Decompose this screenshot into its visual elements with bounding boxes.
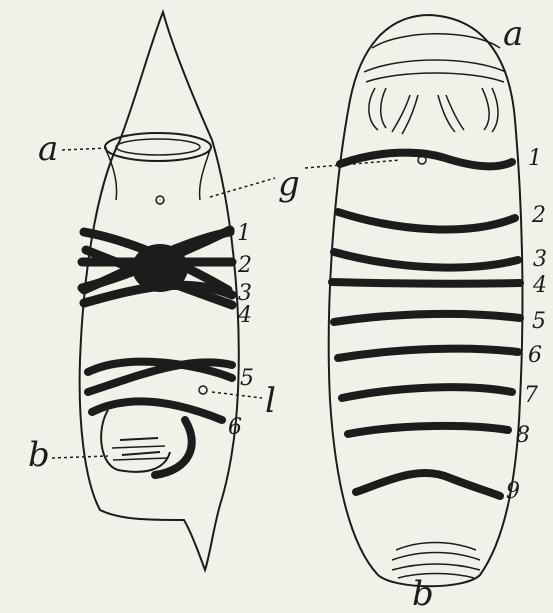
- right-band-number-1: 1: [528, 146, 542, 171]
- left-label-g: g: [278, 164, 300, 204]
- left-leader-a: [62, 148, 108, 150]
- left-head-ring-outer: [105, 133, 211, 161]
- left-band-number-4: 4: [237, 303, 252, 328]
- left-band-number-6: 6: [228, 415, 242, 440]
- right-band-6: [338, 349, 518, 358]
- right-band-number-5: 5: [532, 309, 546, 334]
- right-band-4: [332, 282, 520, 284]
- right-specimen-outline: [329, 15, 523, 586]
- right-band-8: [348, 426, 508, 434]
- right-band-number-9: 9: [506, 479, 520, 504]
- right-tail-rings: [392, 543, 480, 579]
- left-hind-lobe: [101, 410, 170, 472]
- right-band-2: [338, 212, 515, 229]
- left-label-l: l: [265, 381, 276, 421]
- left-specimen: [80, 12, 239, 570]
- right-band-number-8: 8: [516, 423, 530, 448]
- right-specimen: [329, 15, 523, 586]
- right-band-7: [342, 387, 512, 398]
- right-label-a: a: [503, 14, 523, 54]
- left-bands-lower: [88, 362, 232, 420]
- left-head-ring-inner: [116, 139, 200, 155]
- left-band-number-2: 2: [237, 253, 252, 278]
- right-band-number-2: 2: [531, 203, 546, 228]
- right-bands: [332, 153, 520, 496]
- right-band-number-4: 4: [532, 273, 547, 298]
- right-band-5: [334, 314, 520, 322]
- right-band-number-3: 3: [533, 247, 547, 272]
- right-band-9: [356, 473, 500, 496]
- left-spiracle-g: [156, 196, 164, 204]
- left-band-6: [92, 401, 222, 420]
- left-band-number-5: 5: [240, 366, 254, 391]
- left-spiracle-l: [199, 386, 207, 394]
- left-label-b: b: [28, 435, 50, 475]
- right-band-number-6: 6: [528, 343, 542, 368]
- right-label-bottom: b: [412, 574, 434, 608]
- right-head-arc-3: [366, 73, 504, 82]
- left-label-a: a: [38, 129, 58, 169]
- right-head-hooks: [369, 88, 498, 134]
- left-band-number-1: 1: [237, 221, 251, 246]
- left-leader-b: [52, 456, 108, 458]
- right-band-3: [334, 252, 518, 268]
- right-band-number-7: 7: [524, 383, 538, 408]
- left-leader-g1: [210, 178, 275, 197]
- right-head-arc-2: [364, 60, 506, 72]
- left-band-knot: [132, 244, 188, 292]
